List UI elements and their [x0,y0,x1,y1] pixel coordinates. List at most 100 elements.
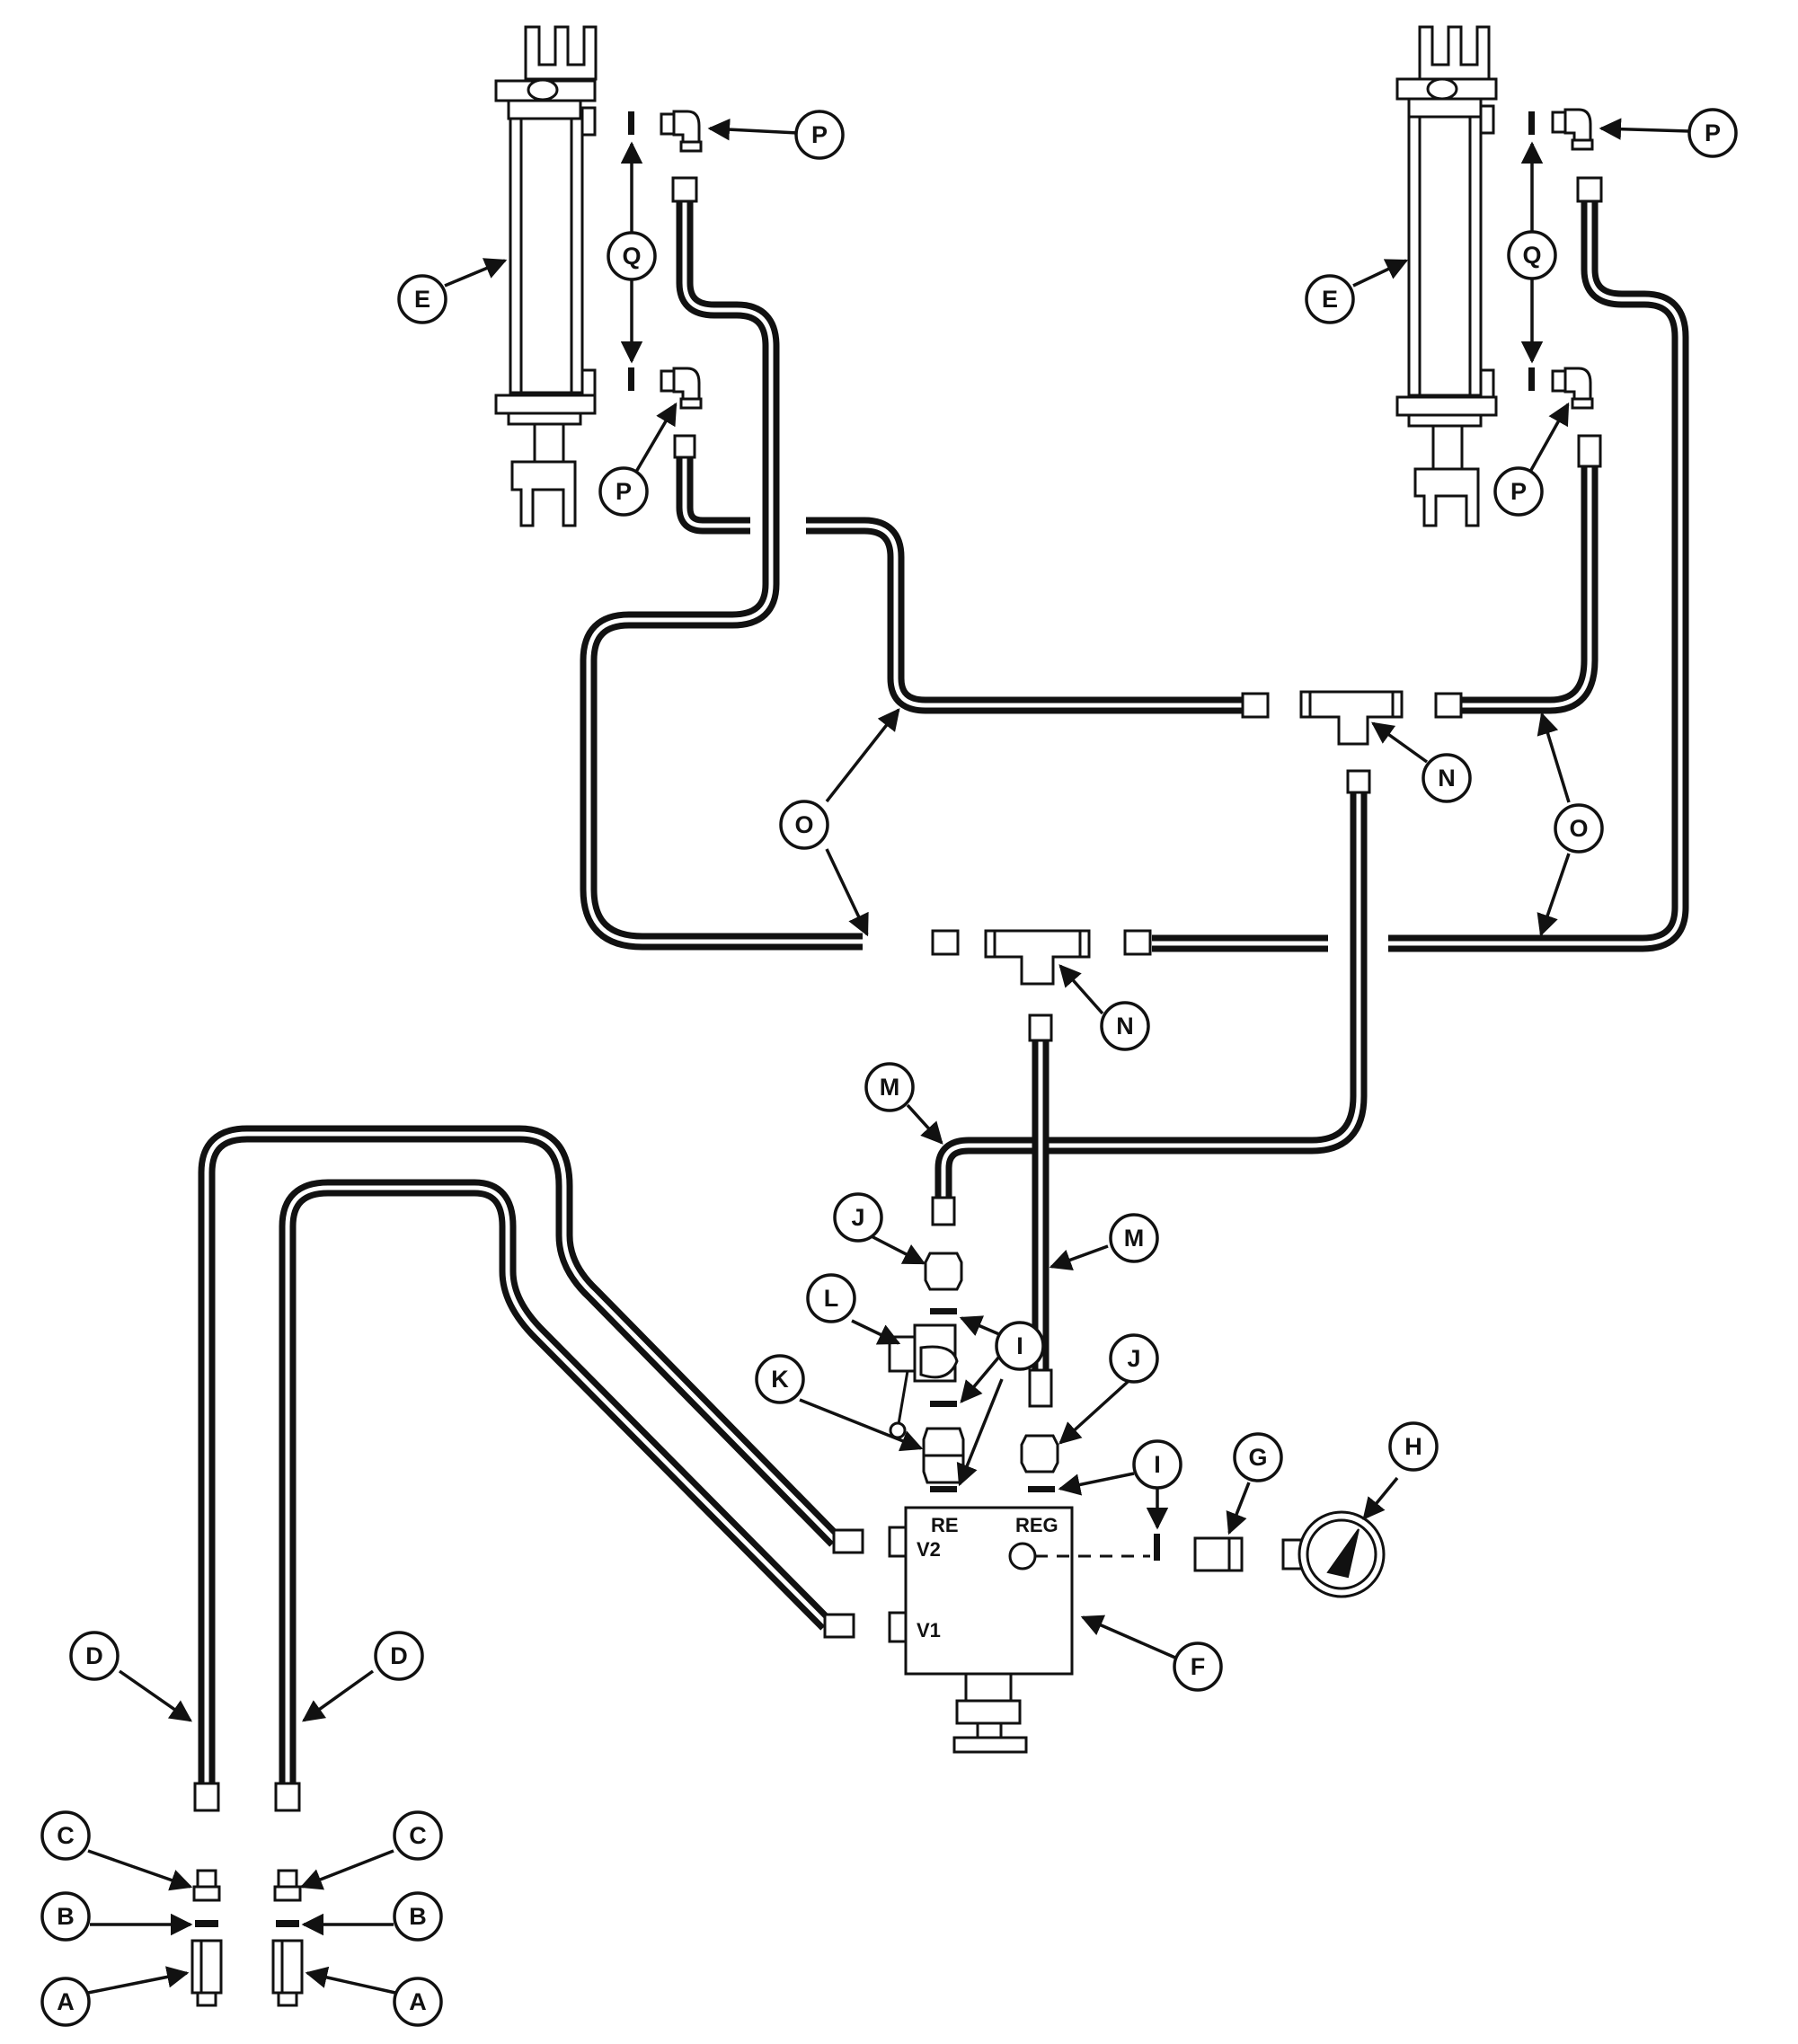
callout-a-right: A [393,1977,443,2027]
svg-text:H: H [1404,1433,1422,1460]
svg-text:P: P [1510,478,1527,505]
callout-m-upper: M [864,1062,915,1112]
svg-text:G: G [1248,1444,1267,1471]
hose-d-inner [279,1179,833,1783]
svg-text:E: E [1322,286,1338,313]
callout-q-right: Q [1507,230,1557,280]
svg-text:N: N [1116,1013,1134,1040]
o-ring-left-top [628,111,634,135]
callout-d-right: D [374,1631,424,1681]
callout-d-left: D [69,1631,120,1681]
fitting-c-right [273,1869,302,1902]
callout-i-upper: I [995,1321,1045,1371]
port-label-re: RE [931,1514,959,1536]
svg-text:B: B [57,1903,75,1930]
callout-p-left-top: P [794,110,845,160]
callout-l: L [806,1273,856,1323]
valve-fittings [888,1252,1160,1561]
elbow-right-top [1551,108,1594,151]
svg-text:A: A [57,1988,75,2015]
port-label-v2: V2 [917,1538,941,1561]
callout-g: G [1233,1432,1283,1482]
callout-o-left: O [779,800,829,850]
svg-text:N: N [1438,765,1456,792]
callout-h: H [1388,1421,1439,1472]
port-label-reg: REG [1015,1514,1058,1536]
callout-b-right: B [393,1891,443,1942]
hoses [198,199,1689,1783]
port-label-v1: V1 [917,1619,941,1641]
svg-text:P: P [811,121,828,148]
svg-text:M: M [880,1074,900,1101]
o-ring-right-bottom [1528,367,1535,391]
svg-text:L: L [824,1285,839,1312]
svg-text:P: P [1705,119,1721,146]
ball-valve [888,1323,959,1439]
svg-text:E: E [414,286,430,313]
callout-p-left-bottom: P [598,466,649,517]
svg-text:O: O [794,811,813,838]
callout-c-right: C [393,1810,443,1861]
callout-i-right: I [1132,1439,1182,1490]
fitting-j-upper [924,1252,963,1291]
callouts: P P P P Q Q E E O O N N M M J J L K I I … [40,108,1738,2027]
lower-fittings [190,1869,304,2007]
leader-lines [87,118,1690,1995]
callout-m-lower: M [1109,1213,1159,1263]
callout-p-right-top: P [1687,108,1738,158]
tee-lower [984,929,1091,986]
cylinder-right [1395,25,1498,527]
washer-b-left [195,1920,218,1927]
o-ring-right-top [1528,111,1535,135]
gauge-adapter [1193,1536,1244,1572]
cylinder-left [494,25,598,527]
svg-text:C: C [57,1822,75,1849]
hose-d-outer [198,1125,842,1783]
svg-text:D: D [390,1642,408,1669]
svg-text:J: J [851,1204,864,1231]
callout-e-right: E [1305,274,1355,324]
hose-m-upper [934,791,1368,1199]
callout-k: K [755,1354,805,1404]
svg-text:D: D [85,1642,103,1669]
coupler-a-left [190,1939,223,2007]
svg-text:Q: Q [622,243,641,270]
valve-block: RE REG V2 V1 [888,1506,1150,1754]
svg-text:I: I [1016,1332,1023,1359]
svg-text:I: I [1154,1451,1161,1478]
callout-n-lower: N [1100,1001,1150,1051]
fitting-j-lower [1020,1434,1059,1473]
callout-j-upper: J [833,1192,883,1243]
svg-text:K: K [771,1366,789,1393]
callout-q-left: Q [607,231,657,281]
elbow-left-bottom [660,367,703,410]
svg-text:C: C [409,1822,427,1849]
svg-text:B: B [409,1903,427,1930]
svg-text:M: M [1124,1225,1145,1252]
svg-text:P: P [616,478,632,505]
svg-text:Q: Q [1522,242,1541,269]
o-ring-left-bottom [628,367,634,391]
callout-b-left: B [40,1891,91,1942]
callout-n-upper: N [1422,753,1472,803]
fitting-c-left [192,1869,221,1902]
pressure-gauge [1281,1510,1386,1598]
callout-c-left: C [40,1810,91,1861]
hose-left-bottom [676,456,1244,714]
elbow-fittings [628,108,1594,410]
elbow-left-top [660,110,703,153]
svg-text:O: O [1569,815,1588,842]
callout-a-left: A [40,1977,91,2027]
elbow-right-bottom [1551,367,1594,410]
tee-upper [1299,690,1404,746]
callout-j-lower: J [1109,1333,1159,1384]
svg-text:F: F [1191,1653,1206,1680]
callout-f: F [1173,1641,1223,1692]
washer-b-right [276,1920,299,1927]
coupler-a-right [271,1939,304,2007]
hose-left-top [580,199,863,951]
callout-o-right: O [1554,803,1604,854]
callout-e-left: E [397,274,447,324]
hose-end-fittings [193,176,1603,1812]
